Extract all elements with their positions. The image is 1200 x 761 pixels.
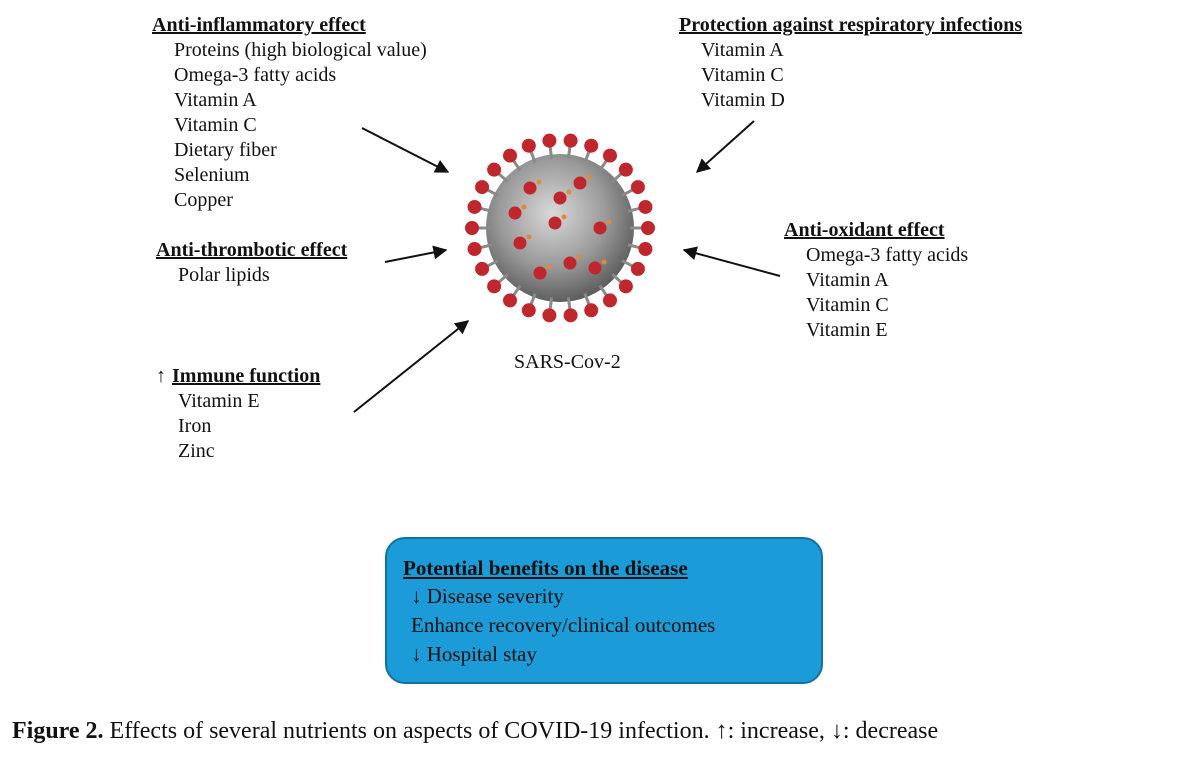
list-item: Proteins (high biological value) <box>174 39 427 61</box>
list-item: Omega-3 fatty acids <box>806 244 969 266</box>
anti-thrombotic-heading: Anti-thrombotic effect <box>156 239 348 261</box>
anti-thrombotic-group: Anti-thrombotic effect Polar lipids <box>156 238 347 288</box>
anti-inflammatory-heading: Anti-inflammatory effect <box>152 14 366 36</box>
sars-cov-2-virus-icon <box>465 133 655 323</box>
respiratory-protection-heading: Protection against respiratory infection… <box>679 14 1023 36</box>
list-item: ↓ Disease severity <box>411 584 564 608</box>
list-item: ↓ Hospital stay <box>411 642 537 666</box>
list-item: Selenium <box>174 164 250 186</box>
respiratory-protection-group: Protection against respiratory infection… <box>679 13 1022 113</box>
list-item: Vitamin C <box>701 64 784 86</box>
benefits-heading: Potential benefits on the disease <box>403 556 688 580</box>
arrow-anti-oxidant <box>682 246 781 277</box>
list-item: Vitamin E <box>806 319 888 341</box>
immune-function-heading: ↑ Immune function <box>156 364 320 389</box>
list-item: Vitamin D <box>701 89 785 111</box>
list-item: Vitamin A <box>701 39 784 61</box>
arrow-respiratory <box>695 120 755 173</box>
arrow-anti-thrombotic <box>384 245 448 263</box>
anti-oxidant-group: Anti-oxidant effect Omega-3 fatty acids … <box>784 218 968 343</box>
list-item: Vitamin A <box>174 89 257 111</box>
figure-caption: Figure 2. Effects of several nutrients o… <box>12 718 938 745</box>
list-item: Vitamin E <box>178 390 260 412</box>
benefits-box: Potential benefits on the disease ↓ Dise… <box>385 537 823 684</box>
list-item: Zinc <box>178 440 215 462</box>
list-item: Copper <box>174 189 233 211</box>
list-item: Enhance recovery/clinical outcomes <box>411 613 716 637</box>
caption-text: Effects of several nutrients on aspects … <box>109 718 939 744</box>
figure-label: Figure 2. <box>12 718 104 744</box>
list-item: Dietary fiber <box>174 139 277 161</box>
immune-function-title: Immune function <box>172 365 321 387</box>
increase-arrow-icon: ↑ <box>156 365 166 387</box>
list-item: Vitamin C <box>174 114 257 136</box>
virus-label: SARS-Cov-2 <box>514 351 621 373</box>
list-item: Vitamin A <box>806 269 889 291</box>
list-item: Vitamin C <box>806 294 889 316</box>
immune-function-group: ↑ Immune function Vitamin E Iron Zinc <box>156 364 320 464</box>
arrow-immune-function <box>353 320 470 413</box>
list-item: Iron <box>178 415 212 437</box>
anti-oxidant-heading: Anti-oxidant effect <box>784 219 945 241</box>
arrow-anti-inflammatory <box>361 127 450 173</box>
anti-inflammatory-group: Anti-inflammatory effect Proteins (high … <box>152 13 427 213</box>
list-item: Omega-3 fatty acids <box>174 64 337 86</box>
list-item: Polar lipids <box>178 264 270 286</box>
